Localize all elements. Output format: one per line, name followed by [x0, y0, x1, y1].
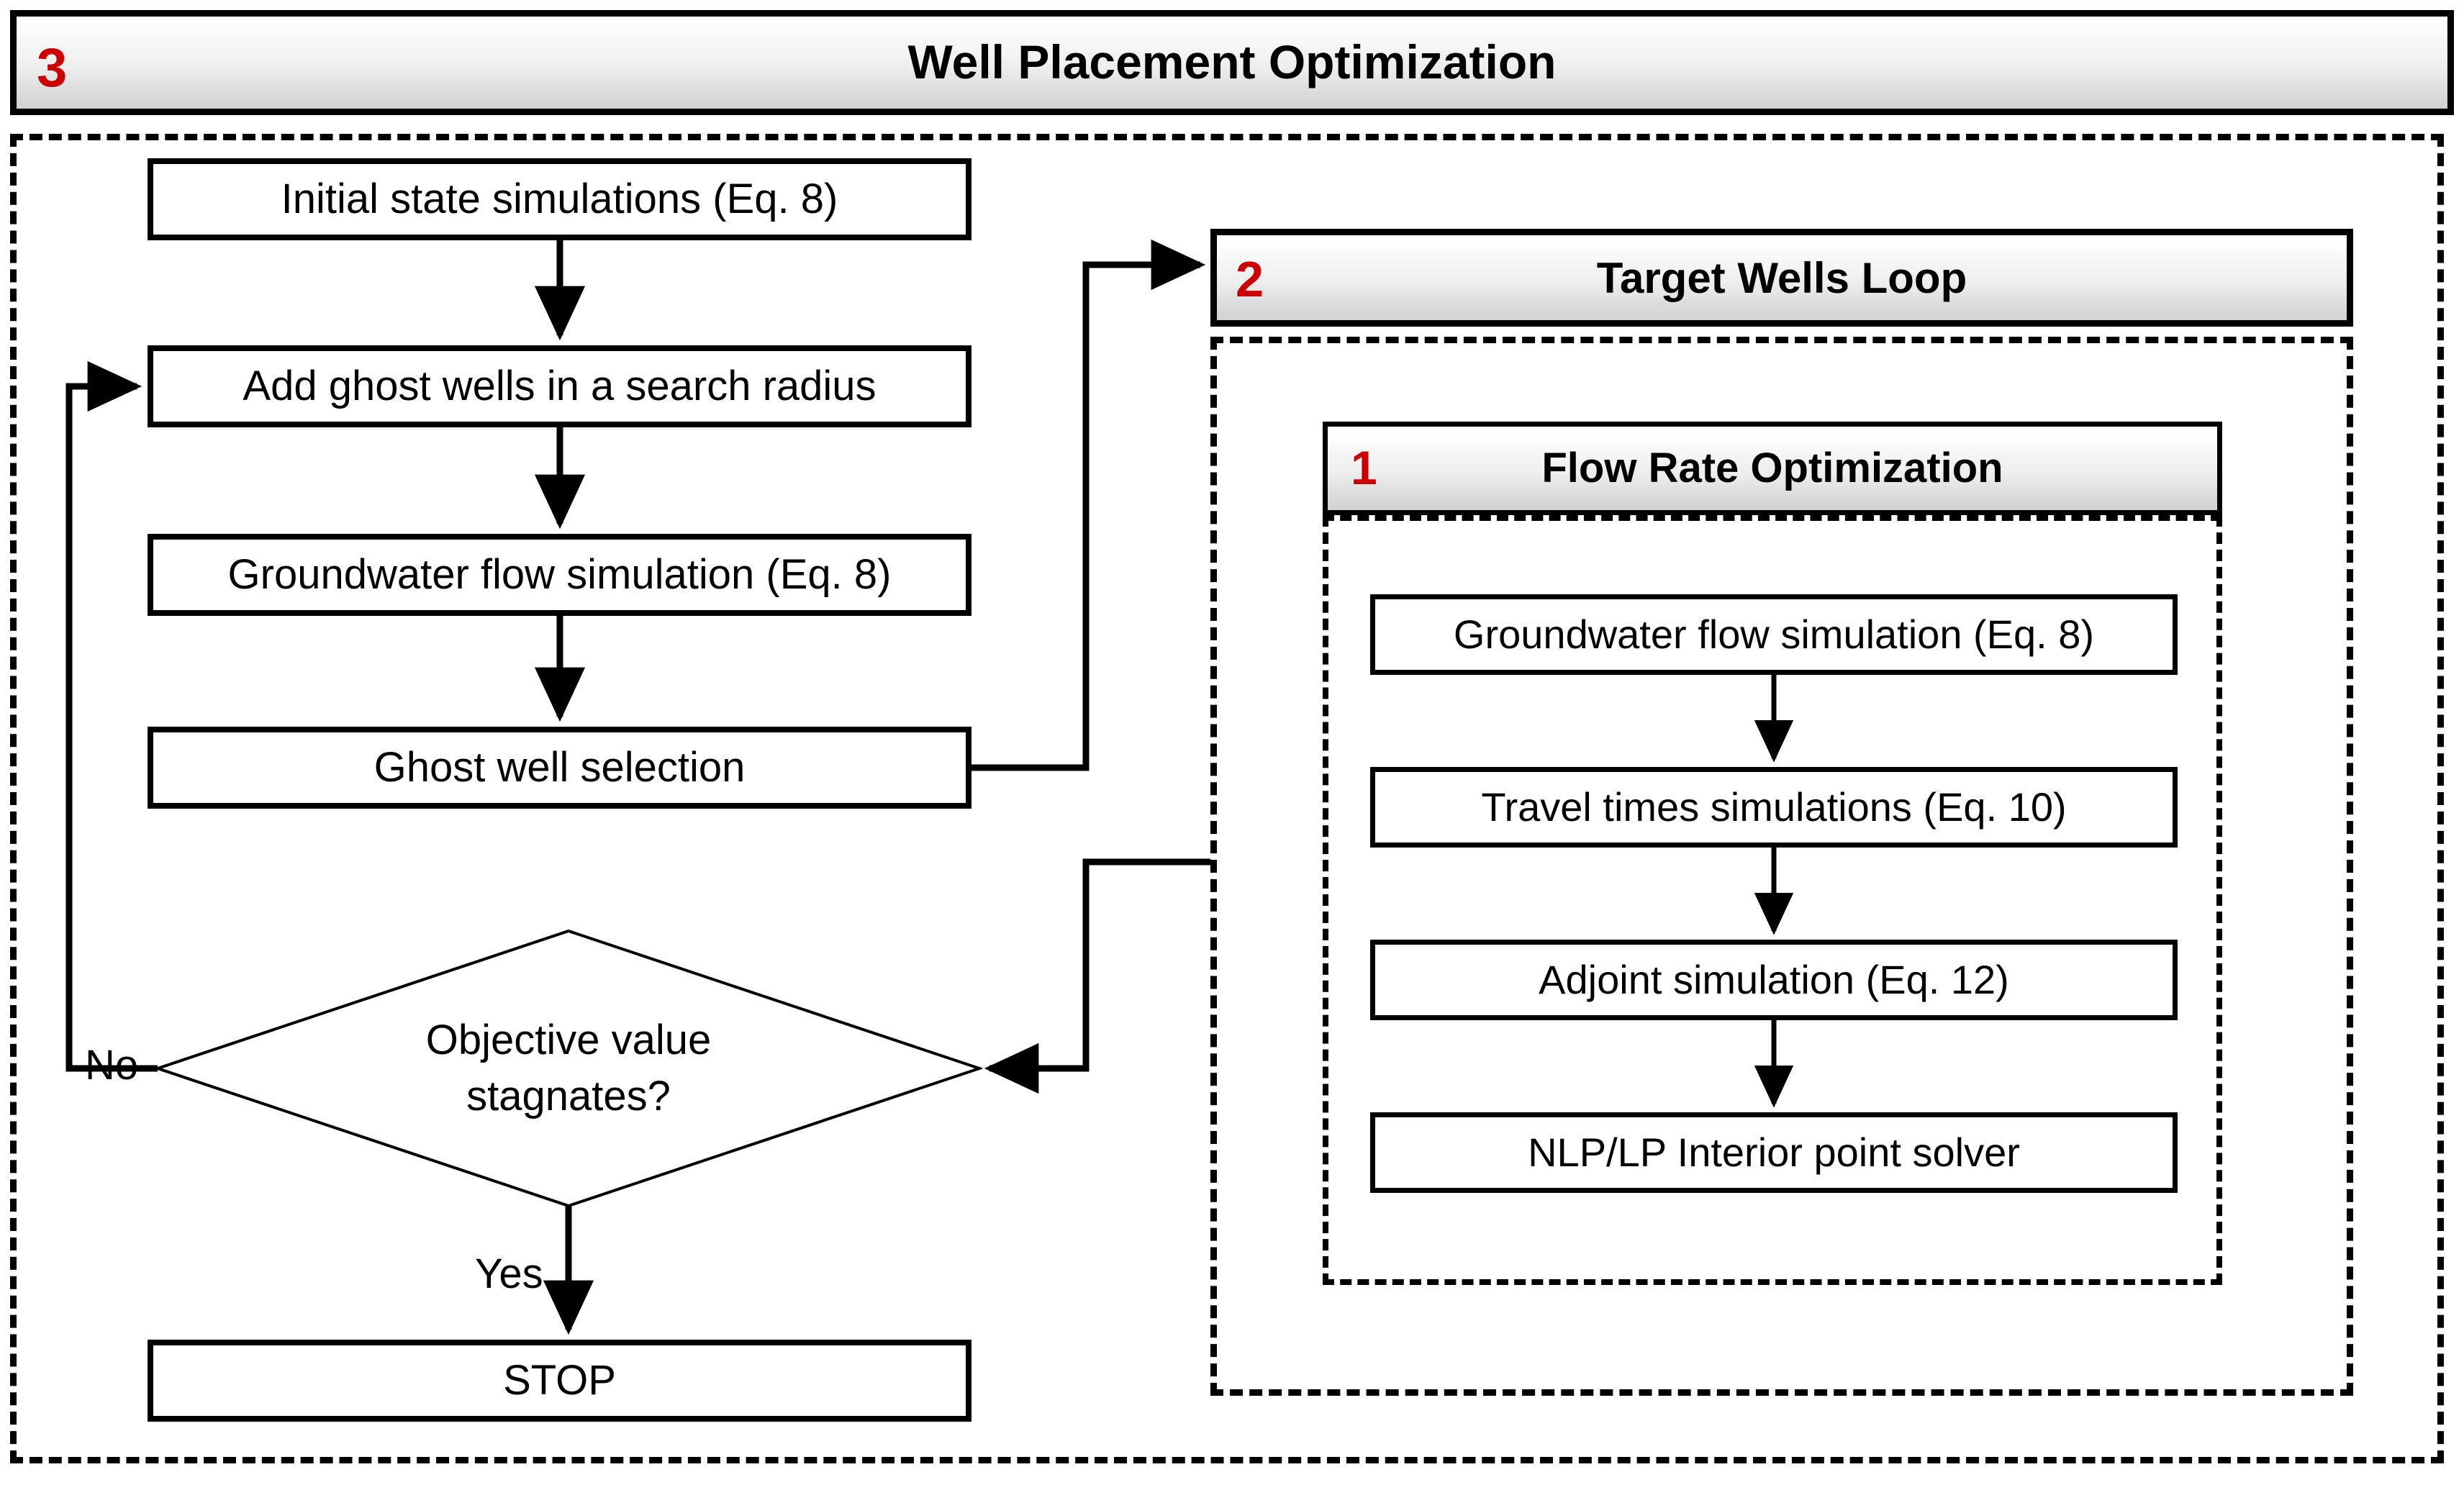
- well-placement-optimization-scope: [10, 134, 2444, 1463]
- step-label: Initial state simulations (Eq. 8): [281, 176, 838, 223]
- flow-rate-optimization-banner: 1 Flow Rate Optimization: [1323, 422, 2222, 515]
- step-fro-travel-times-simulations: Travel times simulations (Eq. 10): [1370, 767, 2178, 848]
- terminal-label: STOP: [503, 1357, 616, 1404]
- step-label: Add ghost wells in a search radius: [243, 363, 877, 410]
- target-wells-loop-scope: [1210, 337, 2353, 1396]
- step-label: Ghost well selection: [373, 744, 746, 791]
- decision-objective-value-stagnates: Objective value stagnates?: [155, 928, 982, 1209]
- flow-rate-optimization-scope: [1323, 515, 2222, 1285]
- banner-title-flow-rate-optimization: Flow Rate Optimization: [1541, 444, 2003, 491]
- step-fro-groundwater-flow-simulation: Groundwater flow simulation (Eq. 8): [1370, 594, 2178, 675]
- step-label: Adjoint simulation (Eq. 12): [1539, 957, 2009, 1003]
- step-label: Travel times simulations (Eq. 10): [1481, 784, 2067, 830]
- step-fro-nlp-lp-solver: NLP/LP Interior point solver: [1370, 1112, 2178, 1193]
- step-label: Groundwater flow simulation (Eq. 8): [1453, 612, 2095, 658]
- step-fro-adjoint-simulation: Adjoint simulation (Eq. 12): [1370, 940, 2178, 1020]
- step-groundwater-flow-simulation: Groundwater flow simulation (Eq. 8): [148, 534, 971, 616]
- step-ghost-well-selection: Ghost well selection: [148, 727, 971, 809]
- step-initial-state-simulations: Initial state simulations (Eq. 8): [148, 158, 971, 240]
- step-label: NLP/LP Interior point solver: [1528, 1130, 2020, 1176]
- banner-badge-1: 1: [1351, 441, 1377, 494]
- banner-badge-3: 3: [37, 37, 68, 99]
- edge-label-no: No: [85, 1042, 139, 1089]
- banner-badge-2: 2: [1236, 251, 1264, 307]
- well-placement-optimization-banner: 3 Well Placement Optimization: [10, 10, 2454, 115]
- diamond-shape: [155, 929, 982, 1208]
- target-wells-loop-banner: 2 Target Wells Loop: [1210, 229, 2353, 327]
- step-label: Groundwater flow simulation (Eq. 8): [227, 551, 892, 599]
- step-add-ghost-wells: Add ghost wells in a search radius: [148, 345, 971, 427]
- terminal-stop: STOP: [148, 1340, 971, 1422]
- edge-label-yes: Yes: [475, 1250, 543, 1297]
- banner-title-well-placement: Well Placement Optimization: [907, 35, 1557, 89]
- banner-title-target-wells-loop: Target Wells Loop: [1596, 253, 1967, 302]
